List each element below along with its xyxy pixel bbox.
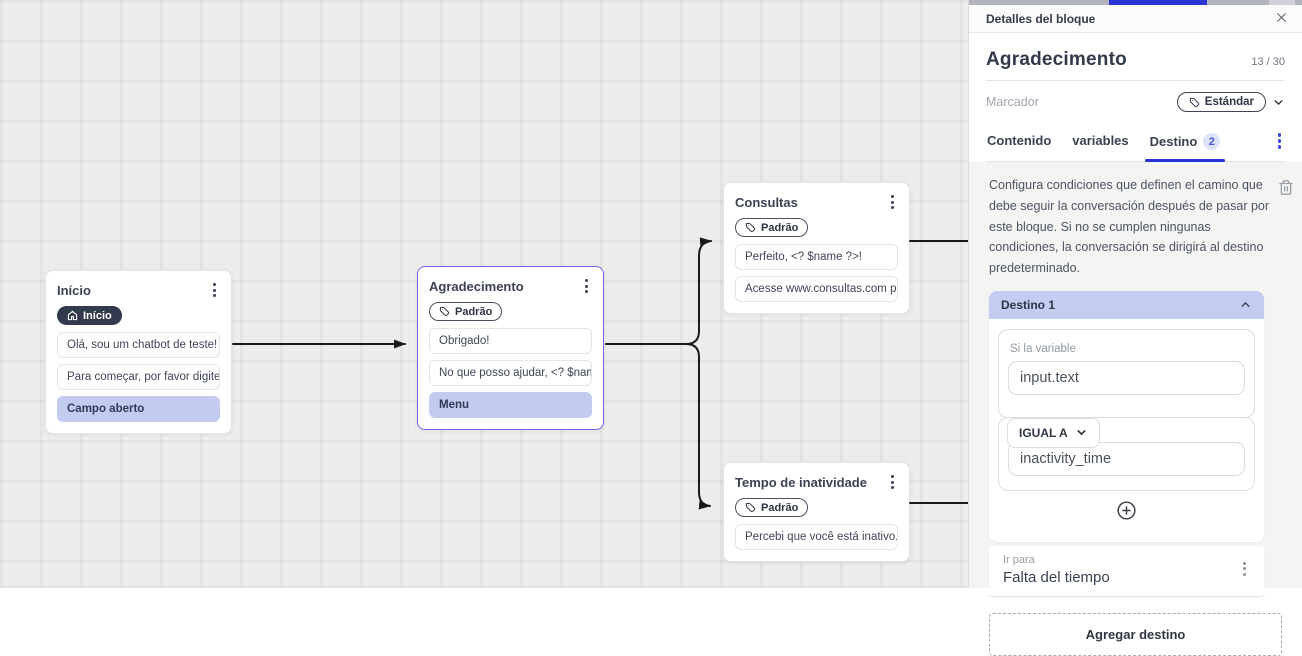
block-title-row: Agradecimento 13 / 30 xyxy=(986,33,1285,81)
node-title: Tempo de inatividade xyxy=(735,474,867,490)
message-chip[interactable]: Para começar, por favor digite o ... xyxy=(57,364,220,390)
char-counter: 13 / 30 xyxy=(1251,56,1285,68)
block-details-panel: Detalles del bloque Agradecimento 13 / 3… xyxy=(968,0,1302,656)
message-chip[interactable]: Olá, sou um chatbot de teste! xyxy=(57,332,220,358)
destino-1-header[interactable]: Destino 1 xyxy=(989,290,1264,319)
marcador-row: Marcador Estándar xyxy=(986,81,1285,122)
tag-icon xyxy=(1189,97,1199,107)
delete-destino-button[interactable] xyxy=(1278,179,1294,201)
message-chip[interactable]: Perfeito, <? $name ?>! xyxy=(735,244,898,270)
plus-circle-icon xyxy=(1117,501,1136,520)
variable-input[interactable] xyxy=(1008,360,1245,395)
panel-title: Detalles del bloque xyxy=(986,11,1096,26)
message-chip[interactable]: Acesse www.consultas.com par... xyxy=(735,276,898,302)
node-title: Consultas xyxy=(735,194,798,210)
goto-label: Ir para xyxy=(1003,553,1035,566)
marcador-value: Estándar xyxy=(1204,96,1254,108)
chevron-down-icon xyxy=(1077,430,1086,436)
node-menu-icon[interactable] xyxy=(209,281,220,299)
message-chip[interactable]: No que posso ajudar, <? $name ... xyxy=(429,360,592,386)
operator-label: IGUAL A xyxy=(1019,425,1068,440)
estandar-pill[interactable]: Estándar xyxy=(1176,92,1266,112)
flow-canvas[interactable]: Início Início Olá, sou um chatbot de tes… xyxy=(0,0,968,588)
inicio-badge: Início xyxy=(57,306,122,325)
tag-icon xyxy=(439,306,450,317)
condition-variable-box: Si la variable xyxy=(998,328,1255,418)
tag-icon xyxy=(745,222,756,233)
close-icon[interactable] xyxy=(1275,10,1288,27)
badge-label: Padrão xyxy=(761,501,799,514)
message-chip-highlighted[interactable]: Campo aberto xyxy=(57,396,220,422)
padrao-badge: Padrão xyxy=(735,218,809,237)
chevron-down-icon[interactable] xyxy=(1272,96,1285,109)
trash-icon xyxy=(1279,180,1293,195)
block-name: Agradecimento xyxy=(986,49,1127,70)
badge-label: Padrão xyxy=(761,221,799,234)
home-icon xyxy=(67,310,78,321)
tab-destino-label: Destino xyxy=(1149,134,1198,149)
badge-label: Padrão xyxy=(455,305,493,318)
tab-variables[interactable]: variables xyxy=(1072,133,1129,148)
destino-count-badge: 2 xyxy=(1203,133,1221,150)
destino-description: Configura condiciones que definen el cam… xyxy=(989,178,1270,275)
padrao-badge: Padrão xyxy=(735,498,809,517)
marcador-label: Marcador xyxy=(986,95,1039,109)
goto-menu-icon[interactable] xyxy=(1239,554,1250,586)
tag-icon xyxy=(745,502,756,513)
node-menu-icon[interactable] xyxy=(581,277,592,295)
node-title: Agradecimento xyxy=(429,278,524,294)
panel-top-strip xyxy=(969,0,1302,5)
node-title: Início xyxy=(57,282,91,298)
variable-label: Si la variable xyxy=(1010,342,1076,355)
destino-1-title: Destino 1 xyxy=(1001,297,1056,312)
chevron-up-icon[interactable] xyxy=(1239,298,1252,311)
goto-value: Falta del tiempo xyxy=(1003,568,1110,586)
node-menu-icon[interactable] xyxy=(887,473,898,491)
operator-select[interactable]: IGUAL A xyxy=(1007,417,1100,448)
message-chip-highlighted[interactable]: Menu xyxy=(429,392,592,418)
tab-destino[interactable]: Destino 2 xyxy=(1144,127,1225,162)
edge-agradecimento-consultas xyxy=(605,237,712,345)
tab-contenido[interactable]: Contenido xyxy=(987,133,1052,148)
active-tab-strip xyxy=(1109,0,1207,5)
goto-card[interactable]: Ir para Falta del tiempo xyxy=(989,545,1264,597)
node-inicio[interactable]: Início Início Olá, sou um chatbot de tes… xyxy=(45,270,232,434)
add-destination-button[interactable]: Agregar destino xyxy=(989,612,1282,656)
badge-label: Início xyxy=(83,309,112,322)
message-chip[interactable]: Percebi que você está inativo. C... xyxy=(735,524,898,550)
padrao-badge: Padrão xyxy=(429,302,503,321)
message-chip[interactable]: Obrigado! xyxy=(429,328,592,354)
node-consultas[interactable]: Consultas Padrão Perfeito, <? $name ?>! … xyxy=(723,182,910,314)
panel-header: Detalles del bloque xyxy=(969,5,1302,33)
add-condition-button[interactable] xyxy=(1116,500,1137,526)
tabs-menu-icon[interactable] xyxy=(1274,127,1286,151)
destino-1-card: Destino 1 Si la variable IGUAL A xyxy=(989,290,1264,542)
node-menu-icon[interactable] xyxy=(887,193,898,211)
edge-agradecimento-tempo xyxy=(605,343,711,510)
node-agradecimento[interactable]: Agradecimento Padrão Obrigado! No que po… xyxy=(417,266,604,430)
tabs: Contenido variables Destino 2 xyxy=(986,122,1285,162)
node-tempo-inatividade[interactable]: Tempo de inatividade Padrão Percebi que … xyxy=(723,462,910,562)
